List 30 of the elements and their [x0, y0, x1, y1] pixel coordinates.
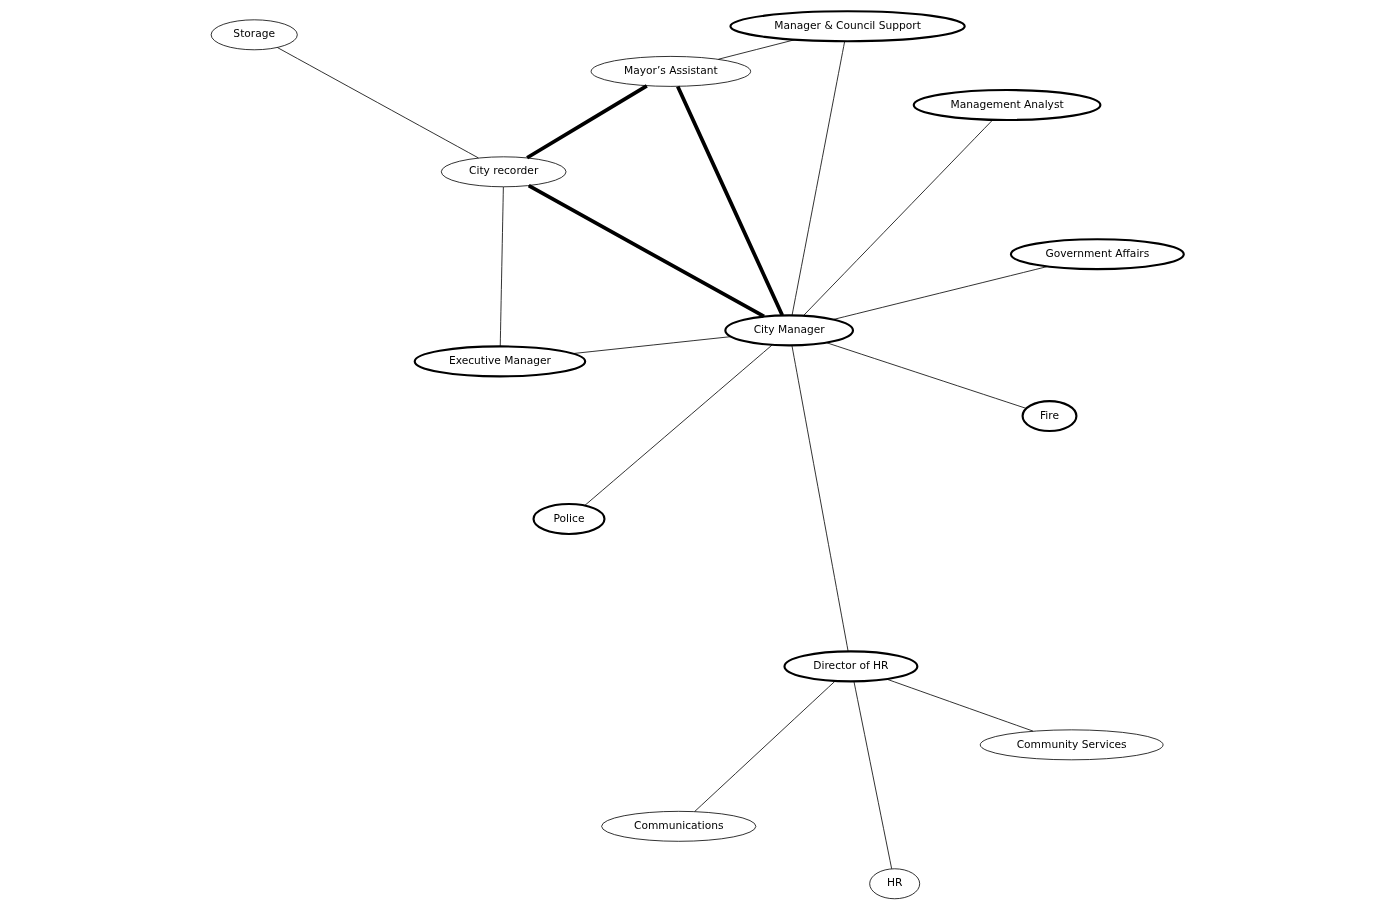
- node-ellipse: Police: [532, 502, 606, 535]
- node-ellipse: Communications: [601, 810, 757, 842]
- connector: [694, 680, 836, 812]
- node-ellipse: HR: [869, 867, 921, 899]
- connector: [499, 186, 504, 346]
- node-ellipse: Management Analyst: [912, 88, 1102, 121]
- connector: [718, 38, 796, 60]
- connector: [526, 83, 648, 159]
- node-ellipse: Manager & Council Support: [729, 9, 966, 42]
- connector: [791, 344, 849, 652]
- node-ellipse: City recorder: [440, 155, 567, 187]
- node-ellipse: City Manager: [724, 313, 855, 346]
- connector: [572, 335, 732, 354]
- node-ellipse: Storage: [210, 18, 298, 50]
- node-ellipse: Director of HR: [783, 649, 919, 682]
- connector: [676, 85, 784, 316]
- node-ellipse: Mayor’s Assistant: [590, 55, 752, 87]
- node-ellipse: Government Affairs: [1009, 237, 1185, 270]
- connector: [584, 344, 773, 506]
- connector: [277, 46, 479, 158]
- connector: [803, 119, 993, 316]
- connector: [886, 678, 1034, 731]
- connector: [826, 341, 1027, 409]
- node-ellipse: Community Services: [979, 728, 1164, 760]
- connector: [791, 40, 846, 315]
- connector: [527, 183, 765, 318]
- node-ellipse: Executive Manager: [413, 344, 587, 377]
- connector: [832, 265, 1048, 320]
- node-ellipse: Fire: [1021, 399, 1078, 432]
- connector: [853, 680, 893, 869]
